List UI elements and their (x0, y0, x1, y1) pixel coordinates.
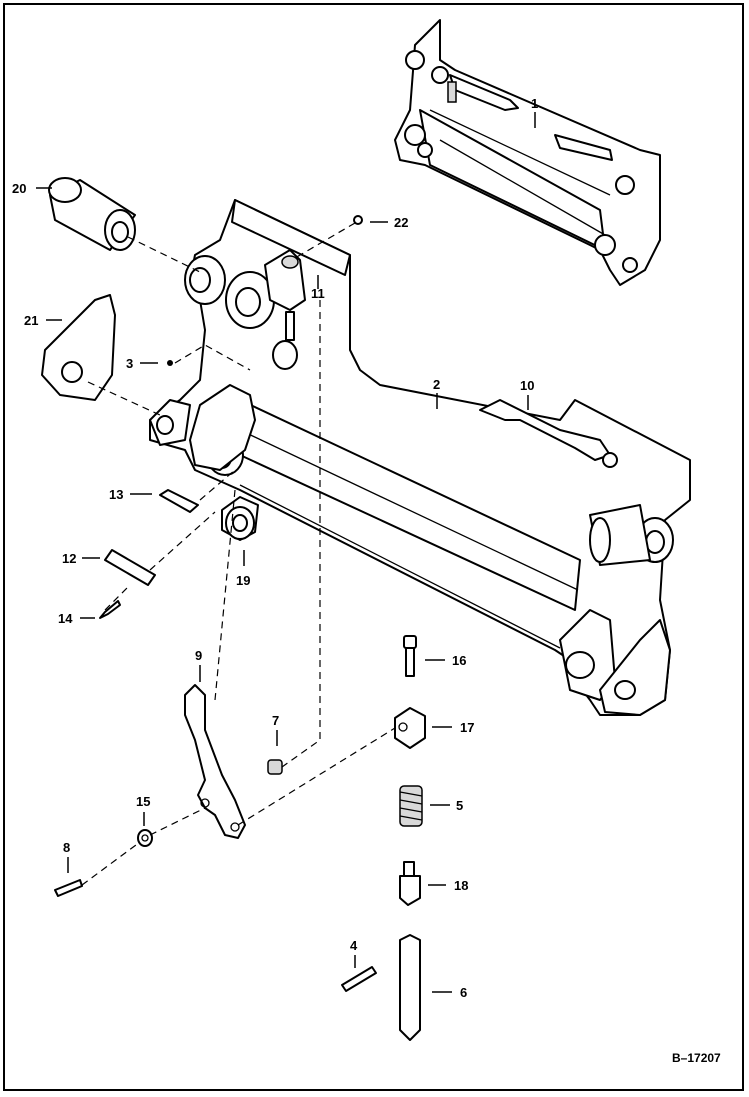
callout-label: 22 (394, 215, 408, 230)
callout-10: 10 (520, 378, 534, 410)
part-13-plate (159, 489, 199, 513)
part-16-bolt (403, 635, 417, 677)
main-frame (149, 199, 691, 716)
callout-5: 5 (430, 798, 463, 813)
callout-19: 19 (236, 550, 250, 588)
callout-20: 20 (12, 181, 52, 196)
callout-label: 18 (454, 878, 468, 893)
callout-label: 9 (195, 648, 202, 663)
part-18-pin (399, 861, 421, 906)
callout-label: 1 (531, 96, 538, 111)
part-21-plate (41, 294, 116, 401)
callout-14: 14 (58, 611, 95, 626)
assembled-coupler-view (394, 19, 661, 286)
callout-18: 18 (428, 878, 468, 893)
callout-2: 2 (433, 377, 440, 409)
callout-label: 19 (236, 573, 250, 588)
callout-label: 14 (58, 611, 73, 626)
assembly-lines (81, 222, 396, 886)
callout-3: 3 (126, 356, 158, 371)
callout-1: 1 (531, 96, 538, 128)
part-4-pin (341, 966, 377, 992)
part-6-wedge (399, 934, 421, 1041)
callout-label: 15 (136, 794, 150, 809)
callout-label: 16 (452, 653, 466, 668)
reference-number: B–17207 (672, 1051, 721, 1065)
callout-label: 20 (12, 181, 26, 196)
callout-16: 16 (425, 653, 466, 668)
callout-label: 6 (460, 985, 467, 1000)
callout-6: 6 (432, 985, 467, 1000)
part-15-washer (137, 829, 153, 847)
callout-17: 17 (432, 720, 474, 735)
part-8-bolt (54, 879, 83, 897)
part-5-spring (399, 785, 423, 827)
callout-label: 10 (520, 378, 534, 393)
part-17-block (394, 707, 426, 749)
part-3-nut (167, 360, 173, 366)
callout-label: 7 (272, 713, 279, 728)
part-22-nut (353, 215, 363, 225)
part-20-bushing (48, 177, 136, 251)
part-14-screw (99, 600, 121, 619)
part-9-lever (184, 684, 246, 839)
callout-label: 13 (109, 487, 123, 502)
callout-22: 22 (370, 215, 408, 230)
callout-label: 21 (24, 313, 38, 328)
callout-4: 4 (350, 938, 358, 968)
part-19-roller (221, 496, 259, 541)
part-12-block (104, 549, 156, 586)
callout-12: 12 (62, 551, 100, 566)
callout-21: 21 (24, 313, 62, 328)
callout-label: 2 (433, 377, 440, 392)
callout-11: 11 (311, 275, 325, 301)
callout-label: 17 (460, 720, 474, 735)
part-7-nut (267, 759, 283, 775)
callout-label: 8 (63, 840, 70, 855)
callout-label: 11 (311, 286, 325, 301)
callout-label: 4 (350, 938, 358, 953)
callout-8: 8 (63, 840, 70, 873)
callout-label: 5 (456, 798, 463, 813)
callout-9: 9 (195, 648, 202, 682)
callout-13: 13 (109, 487, 152, 502)
callout-7: 7 (272, 713, 279, 746)
callout-label: 3 (126, 356, 133, 371)
callout-label: 12 (62, 551, 76, 566)
callout-15: 15 (136, 794, 150, 826)
